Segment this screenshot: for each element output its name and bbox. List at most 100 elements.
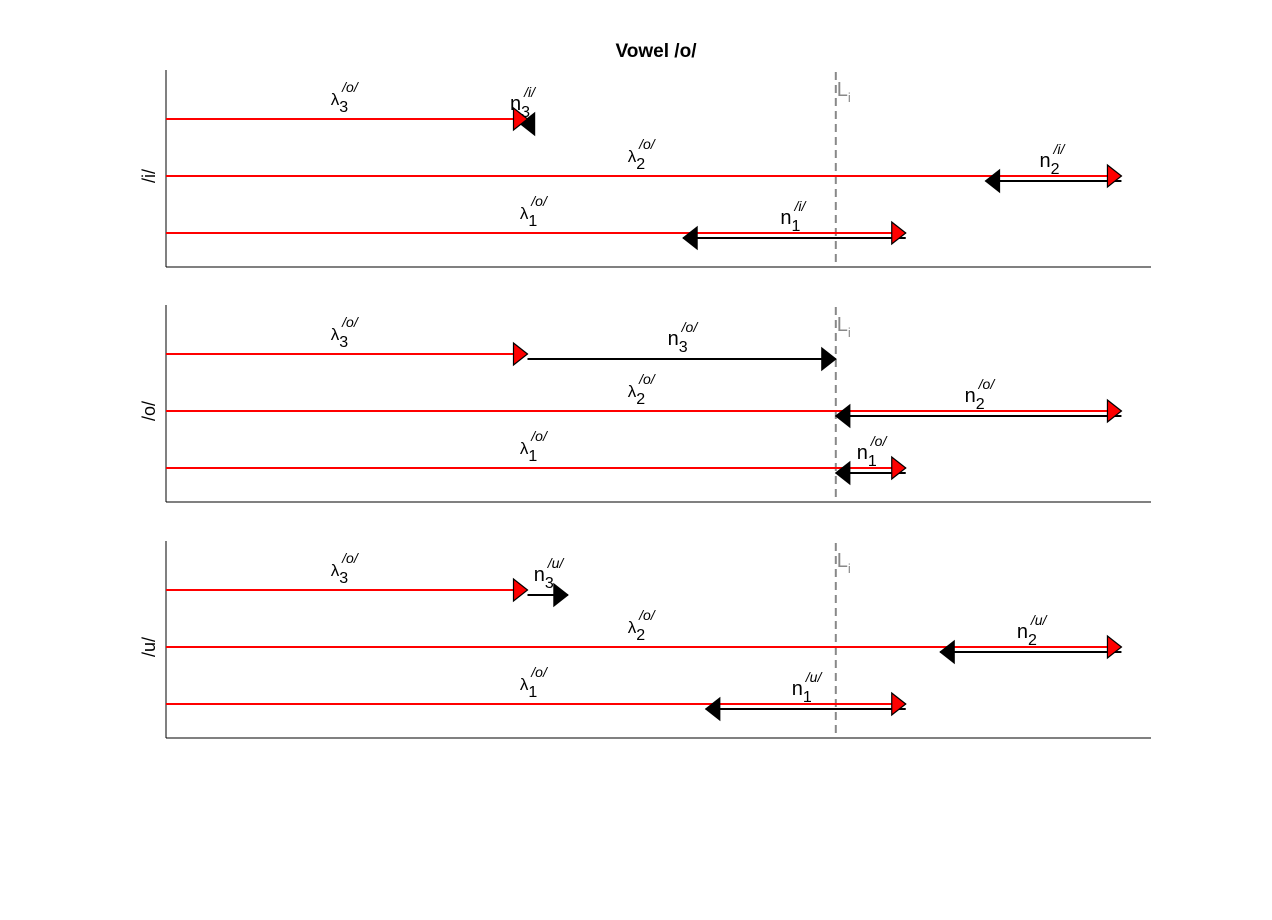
subscript: 1 [528, 684, 537, 701]
superscript: /o/ [530, 664, 549, 680]
limit-main: L [837, 79, 848, 101]
n-label: n1/i/ [780, 198, 807, 235]
subscript: 2 [1051, 161, 1060, 178]
lambda-symbol: λ [331, 561, 340, 580]
lambda-symbol: λ [331, 325, 340, 344]
row-1: λ1/o/n1/o/ [166, 428, 907, 486]
lambda-label: λ1/o/ [520, 428, 549, 465]
limit-sub: i [848, 561, 851, 576]
row-3: λ3/o/n3/i/ [166, 79, 537, 137]
y-axis-label: /u/ [139, 637, 159, 657]
n-arrowhead [834, 403, 851, 429]
n-label: n1/u/ [792, 669, 824, 706]
row-2: λ2/o/n2/i/ [166, 136, 1123, 194]
lambda-arrowhead [1106, 634, 1123, 660]
lambda-arrowhead [1106, 163, 1123, 189]
n-symbol: n [780, 207, 791, 229]
n-label: n3/o/ [668, 319, 700, 356]
lambda-label: λ2/o/ [628, 136, 657, 173]
superscript: /i/ [793, 198, 807, 214]
superscript: /i/ [1053, 141, 1067, 157]
subscript: 1 [528, 448, 537, 465]
n-label: n2/u/ [1017, 612, 1049, 649]
superscript: /o/ [341, 79, 360, 95]
limit-line-label: Li [837, 550, 851, 576]
lambda-symbol: λ [628, 382, 637, 401]
subscript: 1 [792, 218, 801, 235]
n-arrowhead [834, 460, 851, 486]
subscript: 3 [679, 339, 688, 356]
y-axis-label: /i/ [139, 169, 159, 183]
superscript: /u/ [547, 555, 566, 571]
n-symbol: n [510, 93, 521, 115]
n-symbol: n [1017, 621, 1028, 643]
n-symbol: n [668, 328, 679, 350]
superscript: /o/ [530, 428, 549, 444]
superscript: /o/ [638, 607, 657, 623]
subscript: 3 [521, 104, 530, 121]
n-arrowhead [984, 168, 1001, 194]
lambda-arrowhead [512, 577, 529, 603]
row-3: λ3/o/n3/o/ [166, 314, 837, 372]
n-label: n2/o/ [965, 376, 997, 413]
subscript: 1 [868, 453, 877, 470]
superscript: /o/ [978, 376, 997, 392]
lambda-arrowhead [512, 106, 529, 132]
n-arrowhead [682, 225, 698, 251]
superscript: /o/ [530, 193, 549, 209]
lambda-arrowhead [512, 341, 529, 367]
n-symbol: n [857, 442, 868, 464]
figure-title: Vowel /o/ [616, 41, 698, 62]
lambda-symbol: λ [520, 675, 529, 694]
superscript: /o/ [638, 371, 657, 387]
superscript: /o/ [341, 314, 360, 330]
subscript: 1 [803, 689, 812, 706]
subscript: 2 [1028, 632, 1037, 649]
y-axis-label: /o/ [139, 401, 159, 421]
superscript: /o/ [870, 433, 889, 449]
n-symbol: n [534, 564, 545, 586]
limit-sub: i [848, 90, 851, 105]
lambda-label: λ3/o/ [331, 79, 360, 116]
lambda-arrowhead [891, 220, 907, 246]
subscript: 2 [636, 391, 645, 408]
subscript: 1 [528, 213, 537, 230]
lambda-symbol: λ [520, 439, 529, 458]
superscript: /o/ [341, 550, 360, 566]
superscript: /u/ [805, 669, 824, 685]
lambda-label: λ3/o/ [331, 314, 360, 351]
n-label: n3/u/ [534, 555, 566, 592]
n-arrowhead [553, 582, 569, 608]
subscript: 3 [545, 575, 554, 592]
subscript: 3 [339, 99, 348, 116]
lambda-label: λ2/o/ [628, 371, 657, 408]
lambda-symbol: λ [628, 618, 637, 637]
lambda-symbol: λ [628, 147, 637, 166]
superscript: /i/ [523, 84, 537, 100]
limit-line-label: Li [837, 314, 851, 340]
subscript: 2 [636, 156, 645, 173]
n-symbol: n [792, 678, 803, 700]
limit-main: L [837, 314, 848, 336]
row-3: λ3/o/n3/u/ [166, 550, 569, 608]
superscript: /o/ [638, 136, 657, 152]
lambda-arrowhead [891, 691, 907, 717]
n-arrowhead [939, 639, 955, 665]
superscript: /u/ [1030, 612, 1049, 628]
n-symbol: n [965, 385, 976, 407]
row-1: λ1/o/n1/i/ [166, 193, 907, 251]
n-symbol: n [1039, 150, 1050, 172]
limit-sub: i [848, 325, 851, 340]
subscript: 2 [976, 396, 985, 413]
row-2: λ2/o/n2/o/ [166, 371, 1123, 429]
lambda-label: λ3/o/ [331, 550, 360, 587]
superscript: /o/ [681, 319, 700, 335]
n-label: n3/i/ [510, 84, 537, 121]
n-arrowhead [704, 696, 721, 722]
limit-line-label: Li [837, 79, 851, 105]
lambda-label: λ1/o/ [520, 193, 549, 230]
lambda-arrowhead [1106, 398, 1123, 424]
limit-main: L [837, 550, 848, 572]
